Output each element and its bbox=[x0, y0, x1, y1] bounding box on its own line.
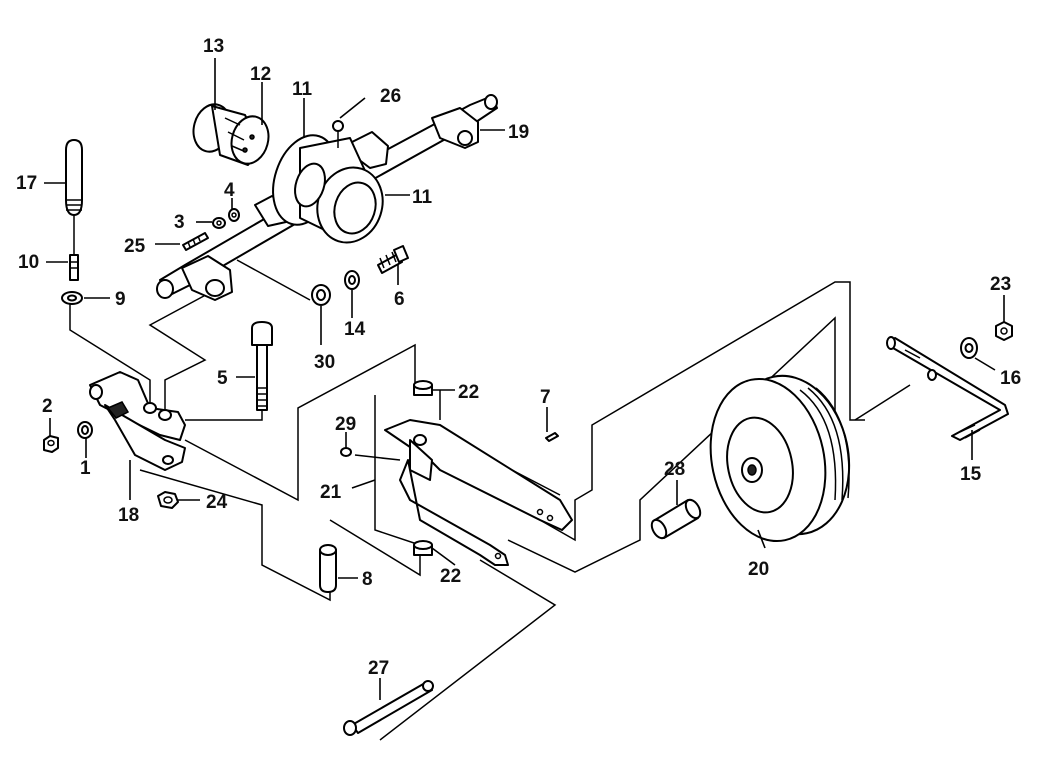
label-10: 10 bbox=[18, 252, 39, 273]
coupling-sleeve bbox=[192, 103, 270, 166]
label-11-top: 11 bbox=[292, 79, 313, 100]
grease-fitting bbox=[332, 120, 344, 148]
label-18: 18 bbox=[118, 505, 139, 526]
label-24: 24 bbox=[206, 492, 228, 513]
bracket-18 bbox=[89, 371, 186, 471]
label-11-right: 11 bbox=[412, 187, 433, 208]
label-15: 15 bbox=[960, 464, 982, 485]
bolt-6 bbox=[377, 245, 409, 274]
washer-30 bbox=[311, 284, 331, 306]
fork-arm-21 bbox=[384, 419, 573, 566]
wheel-20 bbox=[709, 374, 851, 543]
leader-lines bbox=[44, 58, 1005, 700]
label-21: 21 bbox=[320, 482, 342, 503]
label-6: 6 bbox=[394, 289, 405, 310]
bushing-22-top bbox=[413, 380, 433, 396]
nut-3 bbox=[212, 217, 226, 229]
label-25: 25 bbox=[124, 236, 146, 257]
label-4: 4 bbox=[224, 180, 235, 201]
label-12: 12 bbox=[250, 64, 271, 85]
label-28: 28 bbox=[664, 459, 685, 480]
label-22-top: 22 bbox=[458, 382, 479, 403]
pin-10 bbox=[69, 254, 79, 281]
label-19: 19 bbox=[508, 122, 529, 143]
sleeve-8 bbox=[319, 544, 337, 593]
label-5: 5 bbox=[217, 368, 228, 389]
label-26: 26 bbox=[380, 86, 401, 107]
axle-end-bracket bbox=[181, 255, 233, 301]
axle-sleeve-28 bbox=[650, 498, 702, 540]
nut-24 bbox=[157, 491, 179, 509]
rod-27 bbox=[343, 680, 434, 736]
roller-drum-left bbox=[272, 134, 384, 244]
bushing-22-bottom bbox=[413, 540, 433, 556]
label-3: 3 bbox=[174, 212, 185, 233]
washer-9 bbox=[61, 291, 83, 305]
washer-1 bbox=[77, 421, 93, 439]
axle-rod-15 bbox=[886, 336, 1009, 441]
axle-right-clamp bbox=[431, 107, 479, 149]
pin-7 bbox=[545, 432, 559, 442]
label-8: 8 bbox=[362, 569, 373, 590]
label-7: 7 bbox=[540, 387, 551, 408]
washer-16 bbox=[960, 337, 978, 359]
pin-29 bbox=[340, 447, 352, 457]
washer-14 bbox=[344, 270, 360, 290]
label-17: 17 bbox=[16, 173, 37, 194]
bolt-5 bbox=[251, 321, 273, 411]
label-14: 14 bbox=[344, 319, 366, 340]
label-30: 30 bbox=[314, 352, 335, 373]
nut-2 bbox=[43, 435, 59, 453]
label-2: 2 bbox=[42, 396, 53, 417]
nut-23 bbox=[995, 321, 1013, 341]
label-29: 29 bbox=[335, 414, 356, 435]
label-9: 9 bbox=[115, 289, 126, 310]
knob-handle bbox=[65, 139, 83, 255]
label-13: 13 bbox=[203, 36, 224, 57]
washer-4 bbox=[228, 208, 240, 222]
spring-25 bbox=[182, 232, 209, 251]
label-16: 16 bbox=[1000, 368, 1021, 389]
label-20: 20 bbox=[748, 559, 769, 580]
assembly-lines bbox=[69, 259, 911, 741]
label-22-bottom: 22 bbox=[440, 566, 461, 587]
label-1: 1 bbox=[80, 458, 91, 479]
label-23: 23 bbox=[990, 274, 1011, 295]
label-27: 27 bbox=[368, 658, 389, 679]
callout-labels: 13 12 11 26 19 11 17 4 3 25 10 9 6 14 30… bbox=[16, 36, 1021, 679]
